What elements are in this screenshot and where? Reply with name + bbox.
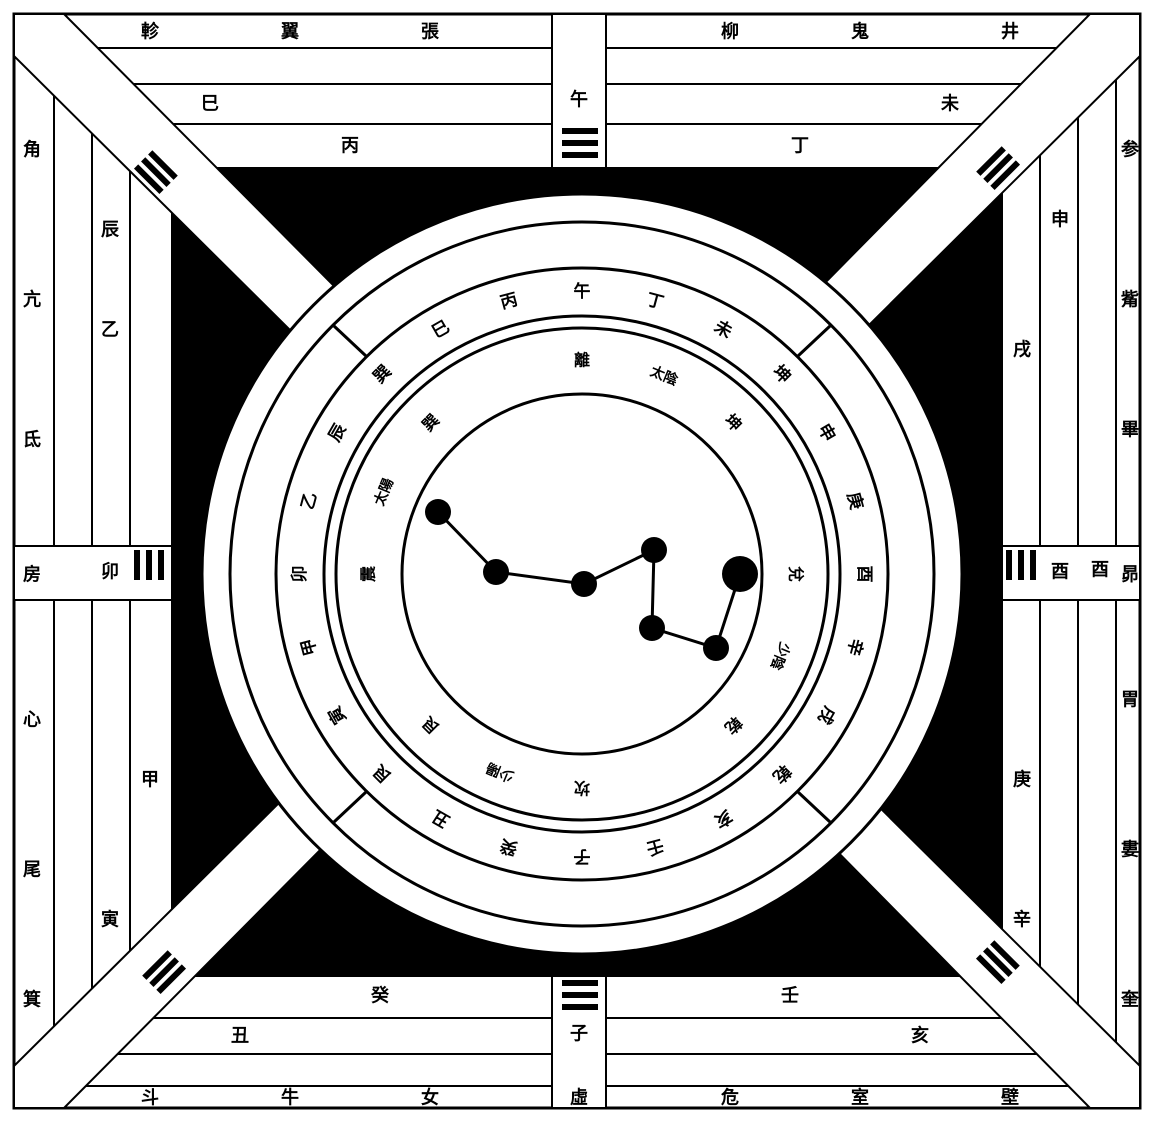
- star-3: [571, 571, 597, 597]
- bottom-outer-label: 壁: [1001, 1087, 1019, 1109]
- right-middle-label: 庚: [1013, 769, 1031, 791]
- bottom-center-label: 子: [570, 1024, 588, 1045]
- right-center-label: 酉: [1051, 562, 1069, 583]
- bottom-middle-label: 亥: [911, 1025, 929, 1047]
- left-center-label: 卯: [101, 562, 119, 583]
- left-outer-label: 箕: [23, 989, 41, 1011]
- right-outer-label: 胃: [1121, 690, 1139, 711]
- bottom-outer-label: 危: [720, 1087, 739, 1109]
- top-middle-label: 未: [941, 94, 960, 115]
- trigram-south: [562, 128, 598, 158]
- right-middle-label: 戌: [1013, 339, 1031, 361]
- top-outer-label: 鬼: [851, 21, 869, 43]
- trigram-east: [134, 550, 164, 580]
- right-middle-label: 申: [1051, 209, 1069, 231]
- left-middle-label: 寅: [101, 909, 119, 931]
- left-middle-label: 辰: [101, 220, 119, 241]
- top-outer-label: 井: [1001, 21, 1019, 43]
- ring-outer-glyph: 子: [574, 846, 591, 866]
- left-outer-label: 尾: [23, 860, 41, 881]
- bottom-inner-label: 壬: [781, 986, 799, 1007]
- ring-inner-glyph: 離: [574, 351, 590, 370]
- left-outer-label: 角: [23, 139, 41, 161]
- left-outer-label: 亢: [23, 289, 41, 311]
- left-outer-label: 氐: [23, 430, 41, 451]
- left-middle-label: 乙: [101, 320, 119, 341]
- left-inner-label: 甲: [141, 770, 159, 791]
- ring-outer-glyph: 酉: [854, 566, 874, 583]
- top-outer-label: 軫: [141, 21, 160, 43]
- right-outer-label: 畢: [1121, 420, 1139, 441]
- ring-outer-glyph: 午: [574, 281, 591, 302]
- ring-inner-glyph: 兌: [787, 566, 806, 582]
- trigram-west: [1006, 550, 1036, 580]
- right-center-label-2: 酉: [1091, 560, 1109, 581]
- left-outer-label: 房: [23, 564, 41, 586]
- right-outer-label: 参: [1121, 139, 1140, 161]
- top-outer-label: 張: [421, 22, 440, 43]
- right-outer-label: 觜: [1121, 289, 1139, 311]
- star-1: [425, 499, 451, 525]
- star-2: [483, 559, 509, 585]
- right-outer-label: 婁: [1121, 840, 1139, 861]
- ring-inner-glyph: 震: [359, 565, 378, 583]
- right-outer-label: 昴: [1121, 565, 1139, 586]
- top-outer-label: 翼: [280, 22, 299, 43]
- top-inner-label: 丙: [341, 136, 359, 157]
- ring-outer-glyph: 卯: [290, 566, 310, 583]
- bottom-outer-label: 斗: [141, 1088, 159, 1109]
- bottom-outer-label: 室: [851, 1087, 869, 1109]
- bottom-inner-label: 癸: [370, 985, 390, 1007]
- bottom-outer-label: 女: [421, 1087, 439, 1109]
- trigram-north: [562, 980, 598, 1010]
- star-4: [641, 537, 667, 563]
- top-center-label: 午: [570, 89, 588, 111]
- top-outer-label: 柳: [721, 21, 739, 43]
- right-middle-label: 辛: [1013, 909, 1031, 931]
- star-5: [639, 615, 665, 641]
- bottom-outer-label: 牛: [281, 1087, 299, 1109]
- bottom-middle-label: 丑: [231, 1026, 249, 1047]
- left-outer-label: 心: [23, 710, 41, 731]
- top-inner-label: 丁: [791, 136, 809, 157]
- bottom-outer-label: 虛: [570, 1088, 588, 1109]
- ring-inner-glyph: 坎: [574, 779, 590, 798]
- star-7: [722, 556, 758, 592]
- star-6: [703, 635, 729, 661]
- top-middle-label: 巳: [201, 94, 219, 115]
- right-outer-label: 奎: [1120, 989, 1140, 1011]
